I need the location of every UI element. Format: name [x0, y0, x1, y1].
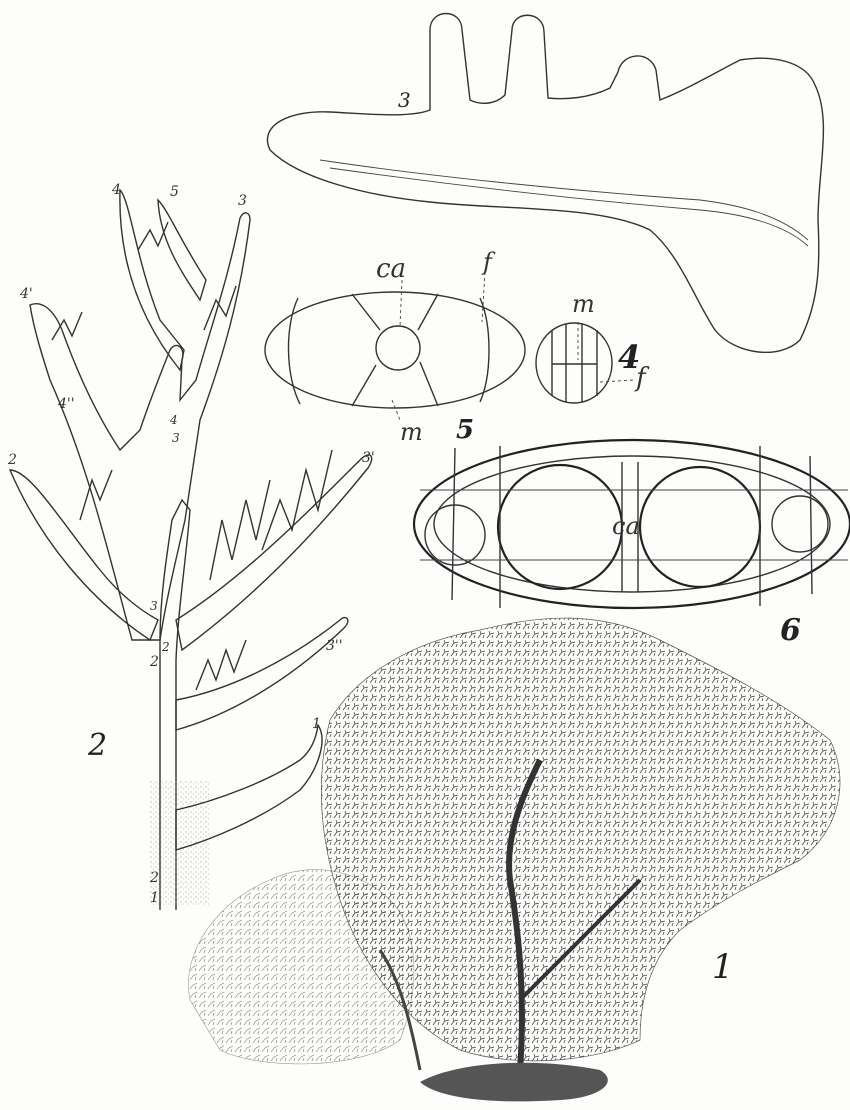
- figure-3-branch-tip: 3: [267, 14, 823, 353]
- figure-6-number: 6: [780, 613, 801, 648]
- fig2-order-label: 4'': [57, 396, 75, 412]
- fig2-order-label: 4': [19, 286, 33, 302]
- fig2-order-label: 3: [150, 599, 158, 613]
- figure-5-label-m: m: [400, 418, 423, 446]
- fig2-order-label: 2: [149, 654, 159, 670]
- fig2-order-label: 1: [150, 890, 159, 906]
- fig2-order-label: 3'': [326, 638, 343, 654]
- fig2-order-label: 2: [7, 452, 17, 468]
- figure-5-label-f: f: [481, 248, 496, 276]
- figure-5-number: 5: [456, 415, 474, 445]
- fig2-order-label: 3': [362, 450, 375, 466]
- fig2-order-label: 4: [169, 413, 178, 427]
- figure-3-number: 3: [398, 88, 411, 112]
- figure-6-label-ca: ca: [612, 512, 640, 540]
- fig2-order-label: 5: [170, 184, 179, 200]
- figure-5-cross-section: ca f m 5: [265, 248, 525, 446]
- fig2-order-label: 2: [161, 640, 170, 654]
- figure-4-label-m: m: [572, 290, 595, 318]
- fig2-order-label: 3: [238, 193, 247, 209]
- fig2-order-label: 1: [312, 716, 321, 732]
- figure-2-branching-diagram: 1 2 2 2 2 3 3 3 3' 3'' 4 4 4' 4'' 5 1 2: [7, 182, 375, 910]
- fig2-order-label: 3: [172, 431, 180, 445]
- fig2-order-label: 2: [149, 870, 159, 886]
- figure-4-small-section: m f 4: [536, 290, 650, 403]
- figure-6-large-section: ca 6: [414, 440, 850, 648]
- figure-1-plant-habit: 1: [188, 618, 840, 1101]
- figure-2-number: 2: [87, 728, 107, 763]
- figure-4-number: 4: [618, 338, 640, 376]
- figure-1-number: 1: [712, 947, 734, 987]
- figure-5-label-ca: ca: [376, 254, 406, 284]
- fig2-order-label: 4: [111, 182, 121, 198]
